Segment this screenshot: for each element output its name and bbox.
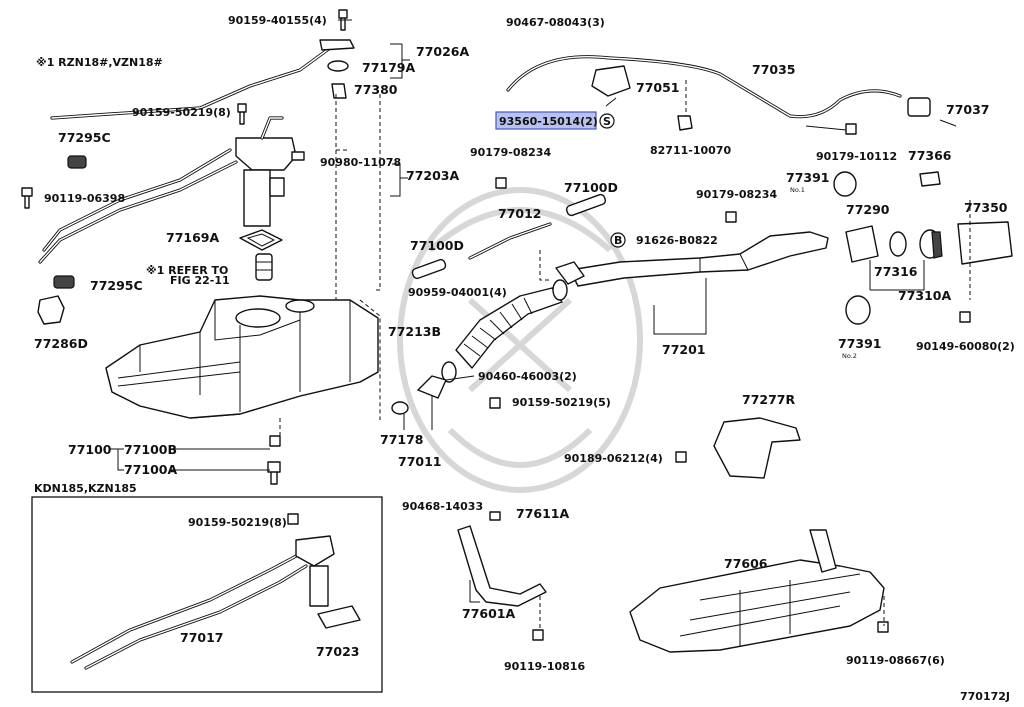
label-77201: 77201 — [662, 342, 706, 357]
label-77100B: 77100B — [124, 442, 177, 457]
label-90959-04001: 90959-04001(4) — [408, 286, 507, 299]
label-90159-50219-8: 90159-50219(8) — [132, 106, 231, 119]
s-mark-icon — [599, 113, 615, 129]
label-90460-46003: 90460-46003(2) — [478, 370, 577, 383]
label-90119-06398: 90119-06398 — [44, 192, 125, 205]
label-90179-08234-a: 90179-08234 — [470, 146, 551, 159]
label-77295C-top: 77295C — [58, 130, 111, 145]
label-90119-10816: 90119-10816 — [504, 660, 585, 673]
label-77023: 77023 — [316, 644, 360, 659]
part-labels: ※1 RZN18#,VZN18# ※1 REFER TO FIG 22-11 K… — [34, 14, 1015, 703]
fuel-lid-opener-cable[interactable] — [506, 55, 902, 119]
tank-band-77601A[interactable] — [457, 525, 547, 607]
bracket-77286D[interactable] — [37, 295, 65, 325]
bolt-icons — [21, 9, 971, 641]
label-77017: 77017 — [180, 630, 224, 645]
label-77277R: 77277R — [742, 392, 795, 407]
label-77026A: 77026A — [416, 44, 469, 59]
label-77601A: 77601A — [462, 606, 515, 621]
fuel-tank[interactable] — [105, 295, 379, 419]
label-77350: 77350 — [964, 200, 1008, 215]
inset-title: KDN185,KZN185 — [34, 482, 137, 495]
label-77203A: 77203A — [406, 168, 459, 183]
label-77100A: 77100A — [124, 462, 177, 477]
gasket-77178[interactable] — [391, 401, 409, 415]
label-90149-60080: 90149-60080(2) — [916, 340, 1015, 353]
leader-lines — [110, 19, 971, 630]
label-77011: 77011 — [398, 454, 442, 469]
label-93560-15014: 93560-15014(2) — [499, 115, 598, 128]
label-90467-08043: 90467-08043(3) — [506, 16, 605, 29]
gasket-77391[interactable] — [833, 171, 871, 325]
label-77037: 77037 — [946, 102, 990, 117]
lock-cylinder-77037[interactable] — [907, 97, 931, 117]
note-applicability: ※1 RZN18#,VZN18# — [36, 56, 163, 69]
label-90468-14033: 90468-14033 — [402, 500, 483, 513]
label-77391-no1: 77391 — [786, 170, 830, 185]
clamp-90460[interactable] — [441, 279, 568, 383]
clip-82711[interactable] — [677, 115, 693, 131]
label-77391-no2-sub: No.2 — [842, 352, 857, 360]
clamp-77026A[interactable] — [319, 39, 355, 99]
label-90159-40155: 90159-40155(4) — [228, 14, 327, 27]
label-77100D-b: 77100D — [410, 238, 464, 253]
label-77100: 77100 — [68, 442, 112, 457]
s-mark: S — [603, 115, 611, 128]
label-77316: 77316 — [874, 264, 918, 279]
b-mark-icon — [610, 232, 626, 248]
label-77380: 77380 — [354, 82, 398, 97]
label-77295C-bot: 77295C — [90, 278, 143, 293]
hinge-77366[interactable] — [919, 171, 941, 187]
label-77213B: 77213B — [388, 324, 441, 339]
label-77366: 77366 — [908, 148, 952, 163]
label-90119-08667: 90119-08667(6) — [846, 654, 945, 667]
label-90179-10112: 90179-10112 — [816, 150, 897, 163]
label-77391-no1-sub: No.1 — [790, 186, 805, 194]
label-77391-no2: 77391 — [838, 336, 882, 351]
opener-lever-77051[interactable] — [591, 65, 631, 97]
fuel-lines[interactable] — [38, 46, 332, 264]
label-90980-11078: 90980-11078 — [320, 156, 401, 169]
sender-gasket[interactable] — [239, 229, 283, 251]
hose-77295C[interactable] — [53, 155, 87, 289]
fuel-filler-cap[interactable] — [845, 225, 943, 263]
fuel-filler-pipe[interactable] — [555, 231, 829, 287]
hose-77011[interactable] — [417, 375, 447, 399]
label-82711-10070: 82711-10070 — [650, 144, 731, 157]
b-mark: B — [614, 234, 622, 247]
label-77012: 77012 — [498, 206, 542, 221]
filler-hose-77213B[interactable] — [455, 287, 563, 369]
label-77611A: 77611A — [516, 506, 569, 521]
label-91626-B0822: 91626-B0822 — [636, 234, 718, 247]
note-refer-2: FIG 22-11 — [170, 274, 230, 287]
label-90159-50219-inset: 90159-50219(8) — [188, 516, 287, 529]
label-90159-50219-5: 90159-50219(5) — [512, 396, 611, 409]
watermark-emblem — [397, 187, 643, 493]
fuel-sender-assembly[interactable] — [235, 116, 297, 227]
label-77290: 77290 — [846, 202, 890, 217]
label-77100D-a: 77100D — [564, 180, 618, 195]
label-77310A: 77310A — [898, 288, 951, 303]
label-93560-15014-highlight — [495, 111, 597, 130]
label-90179-08234-b: 90179-08234 — [696, 188, 777, 201]
fuel-pump[interactable] — [255, 253, 273, 281]
protector-77277R[interactable] — [713, 417, 801, 479]
label-77178: 77178 — [380, 432, 424, 447]
label-77035: 77035 — [752, 62, 796, 77]
label-77606: 77606 — [724, 556, 768, 571]
label-77169A: 77169A — [166, 230, 219, 245]
note-refer-1: ※1 REFER TO — [146, 264, 228, 277]
label-77051: 77051 — [636, 80, 680, 95]
diagram-code: 770172J — [960, 690, 1010, 703]
label-77286D: 77286D — [34, 336, 88, 351]
inset-panel — [31, 496, 383, 693]
label-90189-06212: 90189-06212(4) — [564, 452, 663, 465]
label-77179A: 77179A — [362, 60, 415, 75]
tank-protector-77606[interactable] — [629, 529, 885, 653]
breather-hose[interactable] — [411, 193, 607, 280]
fuel-lid-77350[interactable] — [957, 221, 1013, 265]
